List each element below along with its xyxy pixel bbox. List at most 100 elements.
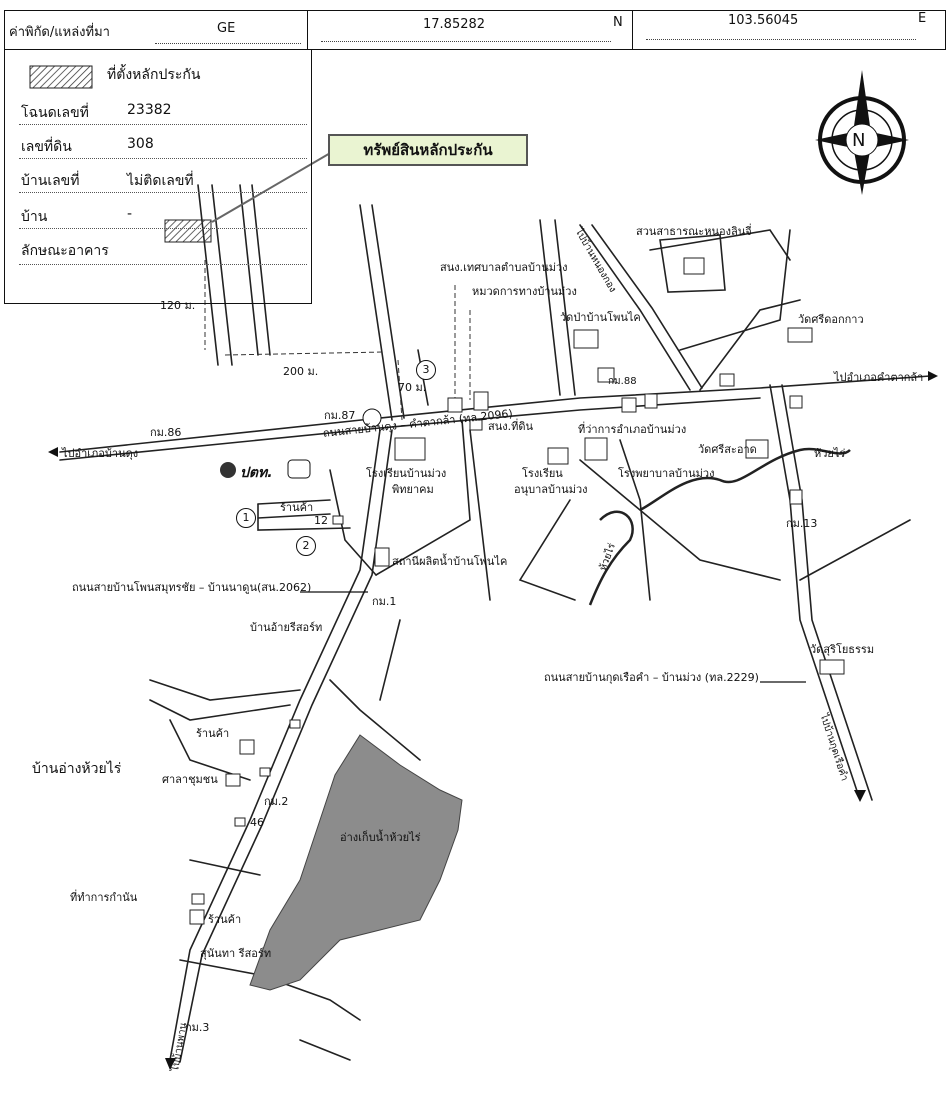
reservoir-area <box>249 734 463 991</box>
label-kamnan-office: ที่ทำการกำนัน <box>70 891 138 904</box>
house-46-icon <box>234 817 246 827</box>
house-icon <box>259 767 271 777</box>
marker-2: 2 <box>296 536 316 556</box>
longitude-unit: E <box>918 11 927 26</box>
label-house-46: 46 <box>250 816 264 829</box>
distance-200: 200 ม. <box>283 365 319 378</box>
label-kindergarten-2: อนุบาลบ้านม่วง <box>514 483 588 496</box>
label-house-12: 12 <box>314 514 328 527</box>
label-km3: กม.3 <box>185 1021 210 1034</box>
shop-icon <box>239 739 255 755</box>
park-icon <box>683 257 705 275</box>
house-12-icon <box>332 515 344 525</box>
collateral-callout: ทรัพย์สินหลักประกัน <box>328 134 528 166</box>
label-land-office: สนง.ที่ดิน <box>488 420 534 433</box>
label-municipal-office: สนง.เทศบาลตำบลบ้านม่วง <box>440 261 568 274</box>
label-kindergarten: โรงเรียน <box>522 467 563 480</box>
ptt-logo-icon <box>220 462 236 478</box>
deed-value: 23382 <box>127 102 172 118</box>
municipal-office-icon <box>447 397 463 413</box>
latitude-unit: N <box>613 15 623 30</box>
label-shop-3: ร้านค้า <box>208 913 242 926</box>
temple-si-dok-kao-icon <box>787 327 813 343</box>
label-highway-dept: หมวดการทางบ้านม่วง <box>472 285 577 298</box>
longitude-value: 103.56045 <box>728 13 799 28</box>
royal-emblem-icon <box>597 367 615 383</box>
marker-3: 3 <box>416 360 436 380</box>
gas-station-icon <box>789 489 803 505</box>
label-district-office: ที่ว่าการอำเภอบ้านม่วง <box>578 423 687 436</box>
bus-stop-icon <box>719 373 735 387</box>
bank-icon <box>789 395 803 409</box>
label-resort-sunantha: สุนันทา รีสอร์ท <box>200 947 272 960</box>
label-km1: กม.1 <box>372 595 397 608</box>
hospital-cross-icon <box>584 437 608 461</box>
land-no-label: เลขที่ดิน <box>21 139 72 155</box>
source-value: GE <box>217 21 236 36</box>
house-no-label: บ้านเลขที่ <box>21 173 80 189</box>
house-no-value: ไม่ติดเลขที่ <box>127 173 194 189</box>
distance-70: 70 ม. <box>398 381 427 394</box>
label-road-2062: ถนนสายบ้านโพนสมุทรชัย – บ้านนาดูน(สน.206… <box>72 581 312 594</box>
compass-rose <box>815 70 909 195</box>
label-wat-surio: วัดสุริโยธรรม <box>810 643 875 656</box>
post-icon <box>644 393 658 409</box>
temple-si-sa-at-icon <box>745 439 769 459</box>
label-water-plant: สถานีผลิตน้ำบ้านโพนไค <box>392 555 508 568</box>
latitude-value: 17.85282 <box>423 17 486 32</box>
kindergarten-icon <box>547 447 569 465</box>
source-cell: ค่าพิกัด/แหล่งที่มา GE <box>5 11 308 49</box>
label-wat-phon-khai: วัดป่าบ้านโพนไค <box>560 311 641 324</box>
label-village-ang-huai-rai: บ้านอ่างห้วยไร่ <box>32 761 122 777</box>
compass-letter: N <box>852 130 866 151</box>
label-reservoir: อ่างเก็บน้ำห้วยไร่ <box>340 831 421 844</box>
label-school-muang-2: พิทยาคม <box>392 483 434 496</box>
km87-marker-icon <box>362 408 382 428</box>
village-value: - <box>127 206 133 222</box>
label-ptt: ปตท. <box>240 465 273 481</box>
label-community-hall: ศาลาชุมชน <box>162 773 218 786</box>
label-road-2229: ถนนสายบ้านกุดเรือคำ – บ้านม่วง (ทล.2229) <box>544 671 759 684</box>
deed-label: โฉนดเลขที่ <box>21 105 89 121</box>
label-resort-ai-yari: บ้านอ้ายรีสอร์ท <box>250 621 323 634</box>
legend-hatch-swatch <box>29 65 93 89</box>
longitude-cell: 103.56045 E <box>632 11 945 49</box>
house-icon <box>289 719 301 729</box>
legend-collateral-label: ที่ตั้งหลักประกัน <box>107 67 201 83</box>
shop-3-icon <box>189 909 205 925</box>
land-no-value: 308 <box>127 136 154 152</box>
label-km13: กม.13 <box>786 517 818 530</box>
coordinate-header: ค่าพิกัด/แหล่งที่มา GE 17.85282 N 103.56… <box>4 10 946 50</box>
label-to-ban-dung: ไปอำเภอบ้านดุง <box>62 447 139 460</box>
latitude-cell: 17.85282 N <box>307 11 633 49</box>
label-to-kham-ta-kla: ไปอำเภอคำตากล้า <box>834 371 924 384</box>
distance-120: 120 ม. <box>160 299 196 312</box>
kamnan-office-icon <box>191 893 205 905</box>
label-shop-2: ร้านค้า <box>196 727 230 740</box>
label-km2: กม.2 <box>264 795 289 808</box>
collateral-parcel <box>164 219 212 243</box>
highway-office-icon <box>473 391 489 411</box>
label-park: สวนสาธารณะหนองลินจี่ <box>636 225 752 238</box>
label-km87: กม.87 <box>324 409 356 422</box>
label-school-muang: โรงเรียนบ้านม่วง <box>366 467 447 480</box>
village-label: บ้าน <box>21 209 48 225</box>
marker-1: 1 <box>236 508 256 528</box>
label-wat-si-sa-at: วัดศรีสะอาด <box>698 443 757 456</box>
property-legend: ที่ตั้งหลักประกัน โฉนดเลขที่ 23382 เลขที… <box>4 50 312 304</box>
label-huai-rai-1: ห้วยไร่ <box>814 447 846 460</box>
label-km88: กม.88 <box>608 376 637 387</box>
coord-label: ค่าพิกัด/แหล่งที่มา <box>9 25 110 40</box>
police-icon <box>621 397 637 413</box>
school-building-icon <box>394 437 426 461</box>
label-km86: กม.86 <box>150 426 182 439</box>
water-plant-icon <box>374 547 390 567</box>
building-label: ลักษณะอาคาร <box>21 243 109 259</box>
ptt-secondary-logo-icon <box>287 459 311 479</box>
label-wat-si-dok-kao: วัดศรีดอกกาว <box>798 313 864 326</box>
label-hospital: โรงพยาบาลบ้านม่วง <box>618 467 715 480</box>
land-office-icon <box>469 419 483 431</box>
label-shop-12: ร้านค้า <box>280 501 314 514</box>
